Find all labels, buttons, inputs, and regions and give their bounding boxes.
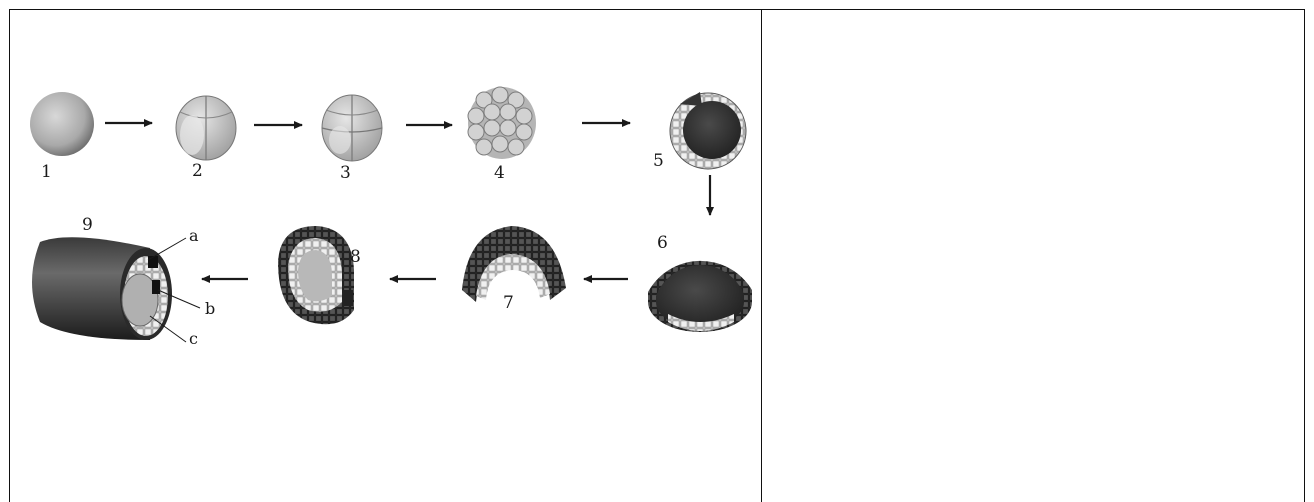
part-label-a: a bbox=[189, 226, 199, 245]
stage-3-label: 3 bbox=[340, 163, 351, 183]
stage-2-label: 2 bbox=[192, 161, 203, 181]
stage-2-four-cell: 2 bbox=[176, 96, 236, 181]
stage-7-gastrula-cup: 7 bbox=[462, 226, 566, 313]
stage-5-blastula: 5 bbox=[653, 92, 746, 171]
stage-4-label: 4 bbox=[494, 163, 505, 183]
stage-8-neurula: 8 bbox=[278, 226, 361, 324]
stage-9-embryo-tube: 9 bbox=[32, 215, 172, 340]
stage-6-gastrula: 6 bbox=[648, 233, 752, 332]
stage-8-label: 8 bbox=[350, 247, 361, 267]
stage-7-label: 7 bbox=[503, 293, 514, 313]
part-label-c: c bbox=[189, 329, 198, 348]
stage-6-label: 6 bbox=[657, 233, 668, 253]
stage-1-zygote: 1 bbox=[30, 92, 94, 182]
part-label-b: b bbox=[205, 299, 215, 318]
stage-4-morula: 4 bbox=[468, 87, 536, 183]
stage-9-label: 9 bbox=[82, 215, 93, 235]
stage-3-eight-cell: 3 bbox=[322, 95, 382, 183]
stage-1-label: 1 bbox=[41, 162, 52, 182]
stage-5-label: 5 bbox=[653, 151, 664, 171]
